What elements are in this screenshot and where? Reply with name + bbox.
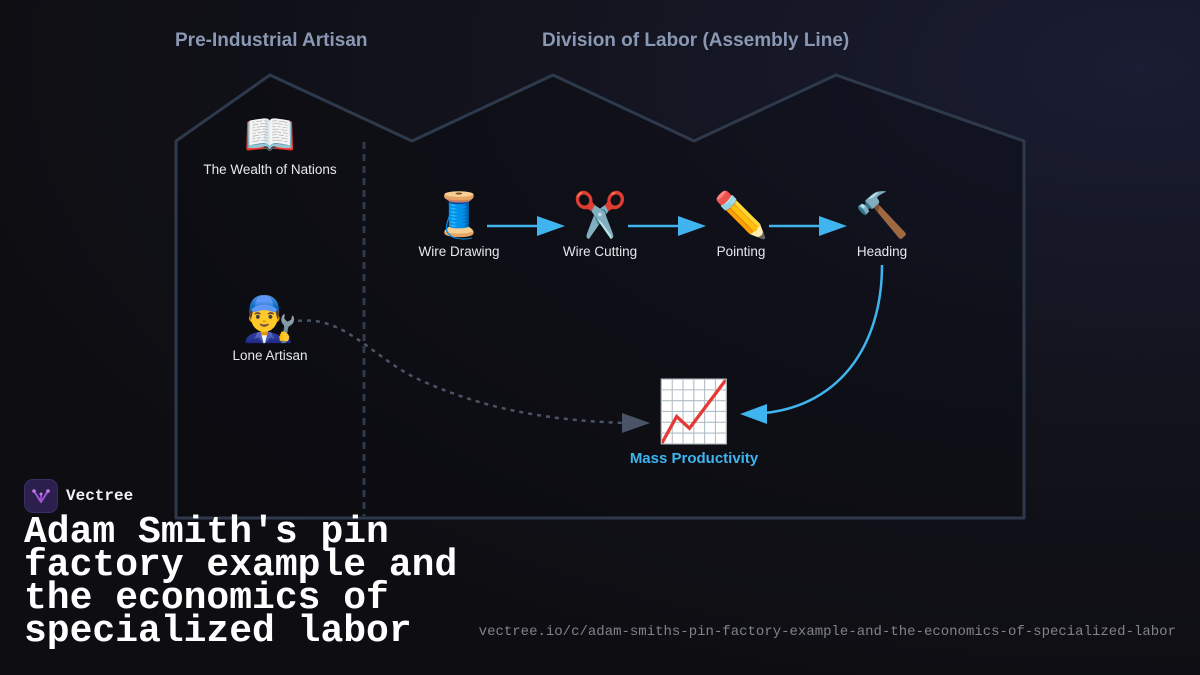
arrowhead-pointing-to-heading	[819, 216, 847, 236]
mechanic-icon: 👨‍🔧	[242, 295, 298, 344]
node-wire-drawing: 🧵 Wire Drawing	[404, 191, 514, 260]
arrow-heading-to-productivity	[764, 264, 884, 415]
node-productivity: 📈 Mass Productivity	[614, 378, 774, 468]
node-artisan: 👨‍🔧 Lone Artisan	[210, 295, 330, 364]
vectree-logo-icon	[24, 479, 58, 513]
node-pointing-label: Pointing	[716, 244, 766, 259]
arrowhead-cutting-to-pointing	[678, 216, 706, 236]
arrow-artisan-to-productivity	[297, 319, 625, 425]
node-wire-cutting: ✂️ Wire Cutting	[545, 191, 655, 260]
node-productivity-label: Mass Productivity	[629, 450, 759, 467]
node-book: 📖 The Wealth of Nations	[190, 111, 350, 178]
node-artisan-label: Lone Artisan	[232, 348, 308, 363]
arrowhead-artisan-to-productivity	[622, 413, 650, 433]
thread-spool-icon: 🧵	[431, 191, 487, 240]
page-title: Adam Smith's pin factory example and the…	[24, 511, 458, 653]
node-pointing: ✏️ Pointing	[686, 191, 796, 260]
node-wire-cutting-label: Wire Cutting	[562, 244, 638, 259]
section-title-artisan: Pre-Industrial Artisan	[175, 30, 368, 51]
scissors-icon: ✂️	[572, 191, 628, 240]
page-url[interactable]: vectree.io/c/adam-smiths-pin-factory-exa…	[478, 624, 1176, 640]
chart-increasing-icon: 📈	[656, 378, 732, 445]
pencil-icon: ✏️	[713, 191, 769, 240]
factory-outline	[174, 73, 1026, 520]
node-heading: 🔨 Heading	[827, 191, 937, 260]
arrowhead-heading-to-productivity	[740, 404, 767, 424]
book-icon: 📖	[243, 111, 297, 158]
arrowhead-drawing-to-cutting	[537, 216, 565, 236]
section-title-division: Division of Labor (Assembly Line)	[542, 30, 850, 51]
node-wire-drawing-label: Wire Drawing	[418, 244, 500, 259]
brand-name: Vectree	[66, 487, 134, 505]
brand: Vectree	[24, 479, 133, 513]
node-book-label: The Wealth of Nations	[203, 162, 337, 177]
node-heading-label: Heading	[856, 244, 908, 259]
hammer-icon: 🔨	[854, 191, 910, 240]
